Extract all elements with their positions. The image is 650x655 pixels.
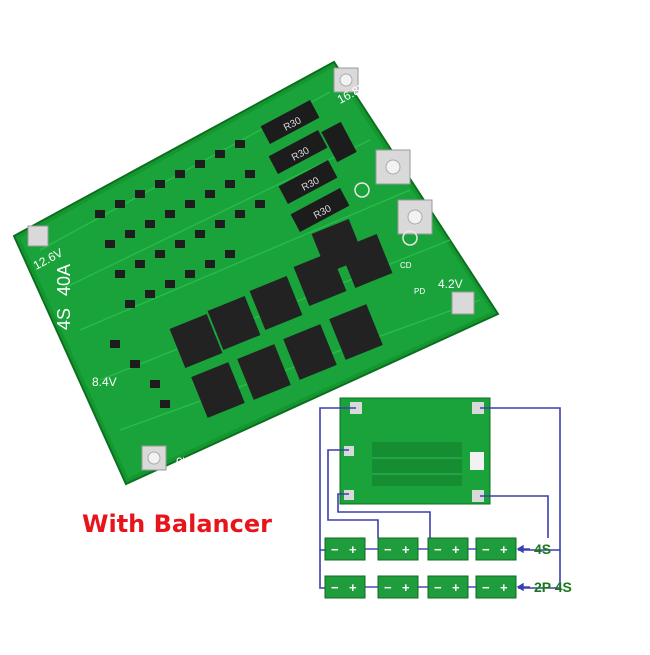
cell-plus: + [402,580,410,595]
label-4s-series: 4S [534,541,552,557]
cell-plus: + [402,542,410,557]
cell-minus: − [434,580,442,595]
solder-pads [27,67,475,471]
cell-minus: − [384,580,392,595]
label-pd: PD [414,287,425,296]
current-sense-resistors: R30 R30 R30 R30 [260,100,357,232]
cell-minus: − [482,542,490,557]
label-0v: 0V [176,455,191,469]
cell-minus: − [331,580,339,595]
cell-plus: + [500,542,508,557]
label-8-4v: 8.4V [92,375,117,389]
pcb-board: R30 R30 R30 R30 [12,60,500,486]
label-4s: 4S [54,308,74,330]
cell-plus: + [452,580,460,595]
caption-with-balancer: With Balancer [82,510,272,538]
cell-minus: − [434,542,442,557]
mosfet-row-bottom [191,304,383,418]
cell-minus: − [331,542,339,557]
cell-row-4s: − + − + − + − + [324,537,517,561]
wiring-diagram: − + − + − + − + − + − [319,397,561,599]
cell-plus: + [349,542,357,557]
mosfet-row-top [169,219,393,368]
cell-minus: − [384,542,392,557]
cell-plus: + [349,580,357,595]
label-4-2v: 4.2V [438,277,463,291]
cell-minus: − [482,580,490,595]
cell-plus: + [452,542,460,557]
label-2p4s: 2P 4S [534,579,572,595]
label-40a: 40A [54,264,74,296]
cell-plus: + [500,580,508,595]
cell-row-2p4s: − + − + − + − + [324,575,517,599]
label-cd: CD [400,261,412,270]
